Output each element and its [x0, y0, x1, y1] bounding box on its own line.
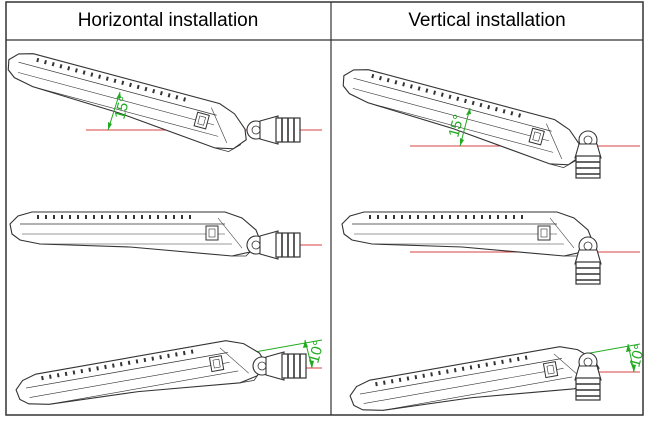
vertical-tilt-10: 10° [347, 339, 649, 421]
outer-border [5, 1, 644, 416]
angle-label: 10° [305, 339, 327, 365]
angle-label: 15° [445, 113, 467, 139]
angle-label: 10° [626, 343, 648, 369]
mounting-bracket [574, 236, 602, 285]
luminaire-body [9, 211, 261, 257]
vertical-level [341, 211, 640, 285]
mounting-bracket [246, 115, 301, 145]
luminaire-body [347, 339, 603, 421]
angle-indicator [459, 107, 471, 147]
mounting-bracket [574, 352, 602, 401]
angle-indicator [303, 339, 314, 369]
angle-indicator [107, 91, 121, 131]
luminaire-body [13, 333, 269, 421]
vertical-tilt-up-15: 15° [334, 63, 640, 179]
mounting-bracket [574, 130, 602, 179]
horizontal-tilt-up-15: 15° [0, 47, 322, 157]
horizontal-tilt-10: 10° [13, 333, 328, 421]
angle-label: 15° [111, 95, 133, 121]
header-horizontal-installation: Horizontal installation [77, 10, 259, 31]
header-vertical-installation: Vertical installation [408, 10, 566, 31]
horizontal-level [9, 211, 322, 260]
luminaire-body [341, 211, 593, 257]
angle-indicator [626, 343, 636, 373]
